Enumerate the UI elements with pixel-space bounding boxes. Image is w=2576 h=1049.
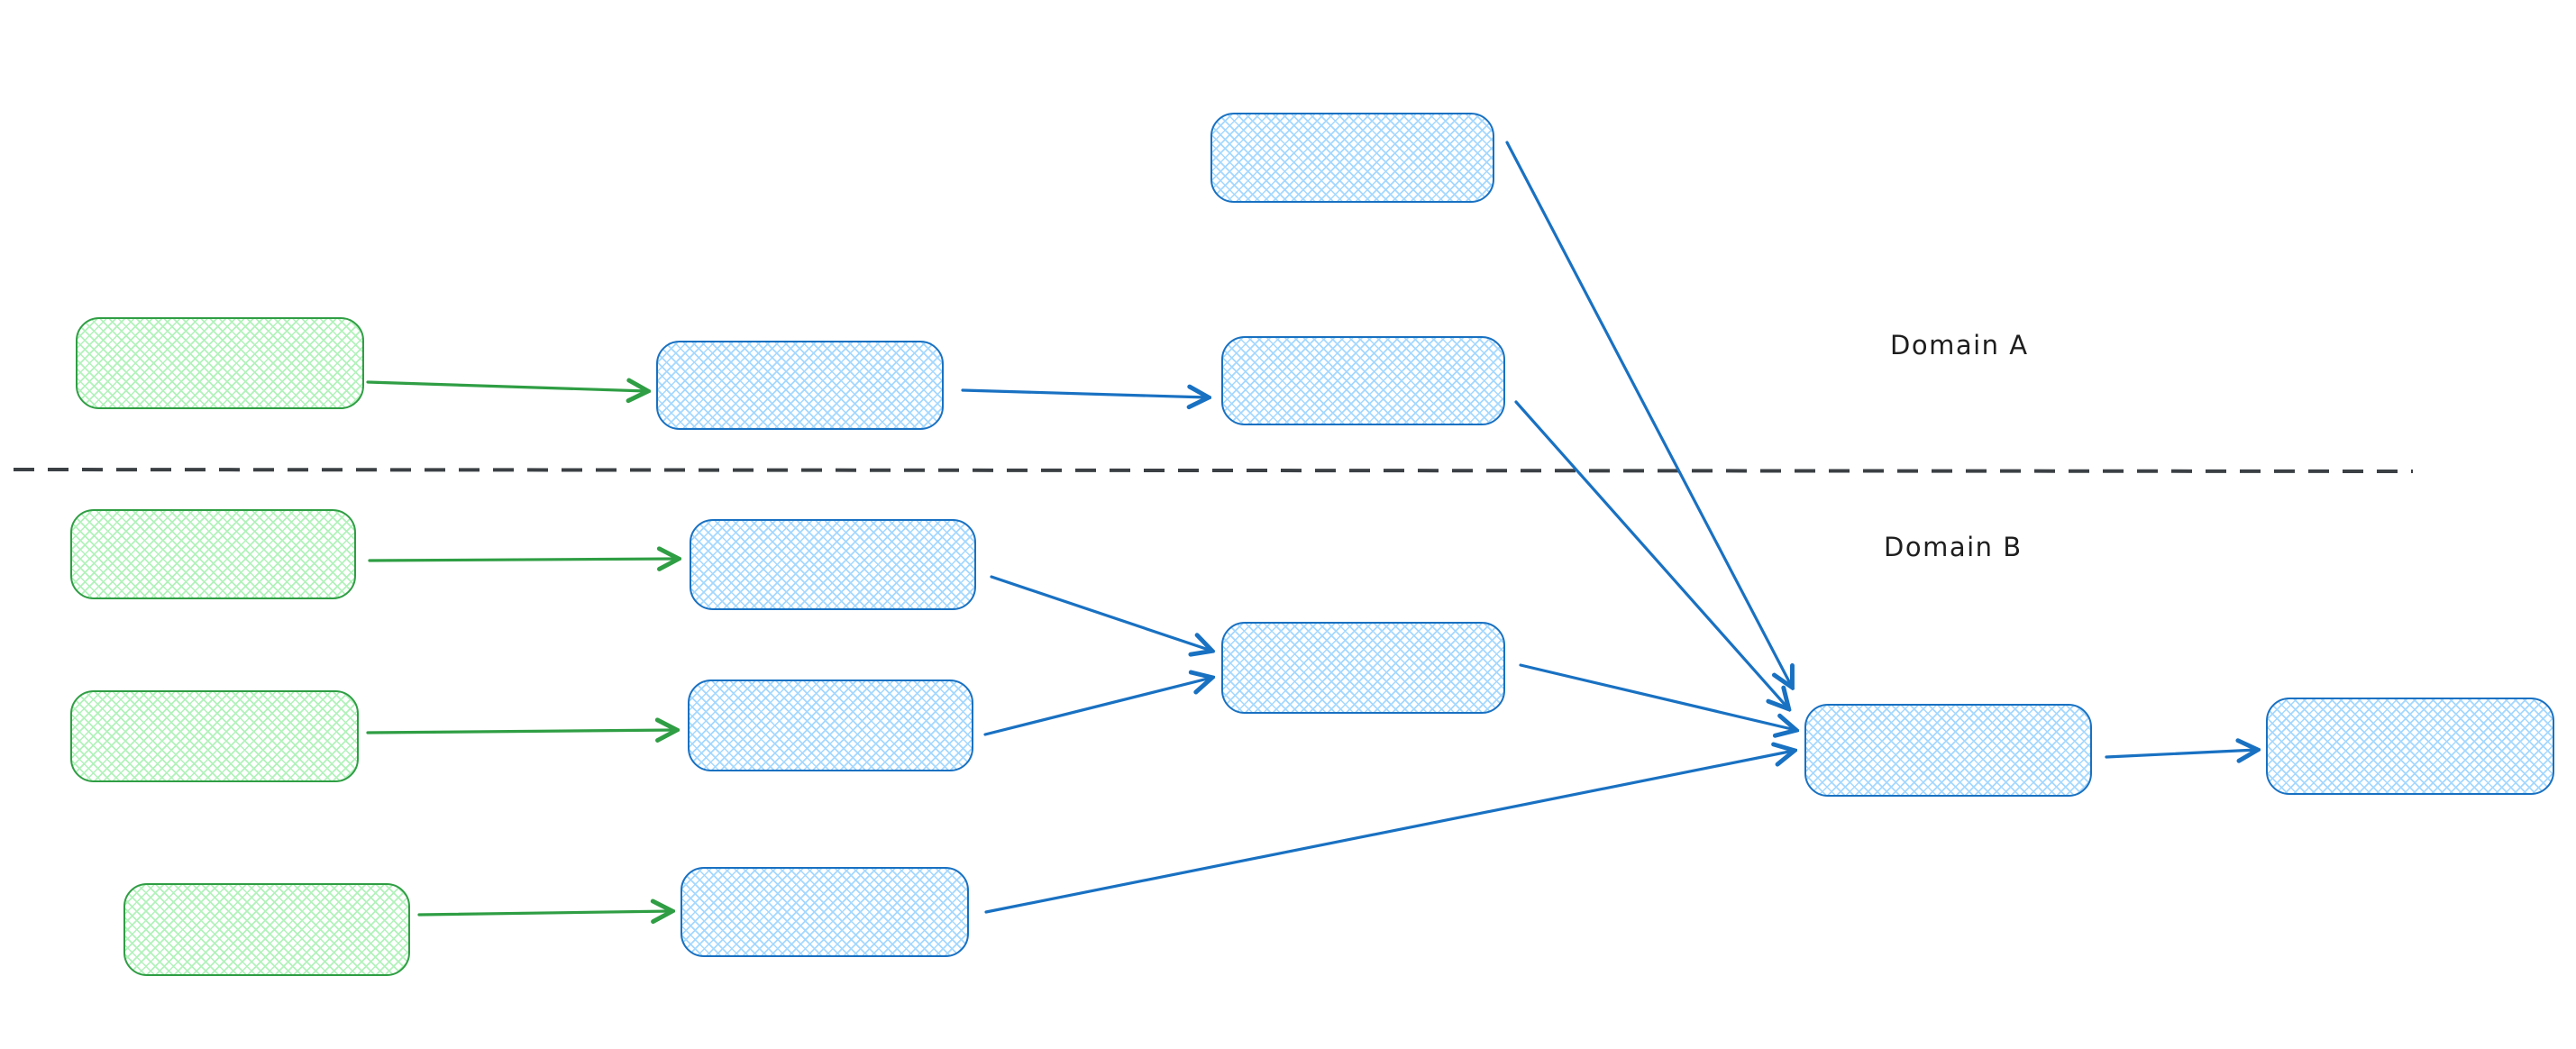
node-source-b1[interactable] xyxy=(70,509,356,599)
node-process-b2[interactable] xyxy=(688,680,973,771)
domain-a-label: Domain A xyxy=(1890,330,2029,360)
node-merge-b[interactable] xyxy=(1221,622,1505,714)
arrow-process-b2-to-merge-b xyxy=(983,678,1211,736)
arrow-source-b1-to-process-b1 xyxy=(368,559,678,561)
arrow-merge-b-to-aggregate xyxy=(1519,663,1795,730)
arrow-source-b3-to-process-b3 xyxy=(417,911,671,915)
arrow-source-a-to-process-a1 xyxy=(366,382,647,391)
node-process-a1[interactable] xyxy=(656,341,944,430)
node-process-b3[interactable] xyxy=(681,867,969,957)
arrow-aggregate-to-output xyxy=(2105,750,2257,757)
node-input-top[interactable] xyxy=(1210,113,1494,203)
arrow-source-b2-to-process-b2 xyxy=(366,730,676,733)
arrow-process-b3-to-aggregate xyxy=(984,751,1794,914)
arrow-process-a1-to-process-a2 xyxy=(961,390,1208,397)
node-output[interactable] xyxy=(2266,698,2554,795)
domain-b-label: Domain B xyxy=(1884,532,2023,562)
node-source-b3[interactable] xyxy=(123,883,410,976)
arrow-process-a2-to-aggregate xyxy=(1514,400,1788,708)
arrow-process-b1-to-merge-b xyxy=(990,575,1211,651)
node-process-a2[interactable] xyxy=(1221,336,1505,425)
node-source-a[interactable] xyxy=(76,317,364,409)
domain-divider xyxy=(13,468,2414,473)
node-process-b1[interactable] xyxy=(690,519,976,610)
node-source-b2[interactable] xyxy=(70,690,359,782)
node-aggregate[interactable] xyxy=(1804,704,2092,797)
arrow-input-top-to-aggregate xyxy=(1505,141,1792,687)
